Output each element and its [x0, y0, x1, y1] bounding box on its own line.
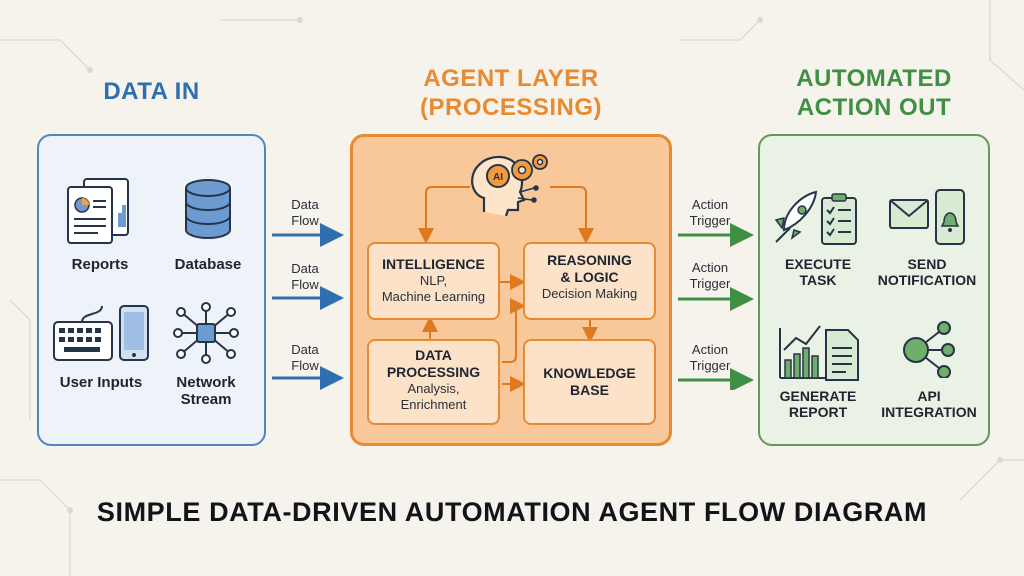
- generate-report-label: GENERATE REPORT: [779, 388, 857, 421]
- keyboard-phone-icon: [53, 305, 149, 361]
- reasoning-title: REASONING & LOGIC: [547, 252, 632, 285]
- intelligence-box: INTELLIGENCE NLP, Machine Learning: [367, 242, 500, 320]
- diagram-footer-title: SIMPLE DATA-DRIVEN AUTOMATION AGENT FLOW…: [96, 497, 928, 527]
- knowledge-base-box: KNOWLEDGE BASE: [523, 339, 656, 425]
- mail-bell-icon: [889, 189, 965, 245]
- data-flow-label-3: Data Flow: [291, 342, 319, 373]
- data-flow-label-2: Data Flow: [291, 261, 319, 292]
- data-flow-arrows: [272, 223, 344, 390]
- section-title-action-out: AUTOMATED ACTION OUT: [796, 65, 952, 121]
- intelligence-text: NLP, Machine Learning: [381, 272, 486, 305]
- svg-text:AI: AI: [493, 172, 503, 183]
- intelligence-title: INTELLIGENCE: [382, 256, 485, 272]
- ai-brain-icon: AI: [471, 154, 548, 217]
- data-flow-label-1: Data Flow: [291, 197, 319, 228]
- api-nodes-icon: [903, 321, 955, 378]
- action-trigger-label-3: Action Trigger: [689, 342, 731, 373]
- action-trigger-arrows: [678, 223, 754, 390]
- execute-task-label: EXECUTE TASK: [784, 256, 852, 289]
- user-inputs-label: User Inputs: [59, 374, 143, 391]
- send-notification-label: SEND NOTIFICATION: [877, 256, 977, 289]
- data-processing-text: Analysis, Enrichment: [400, 380, 467, 412]
- reports-label: Reports: [71, 256, 129, 273]
- data-processing-box: DATA PROCESSING Analysis, Enrichment: [367, 339, 500, 425]
- database-label: Database: [174, 256, 242, 273]
- action-out-panel: [758, 134, 990, 446]
- section-title-agent-layer: AGENT LAYER (PROCESSING): [419, 65, 602, 121]
- reasoning-text: Decision Making: [541, 285, 638, 301]
- knowledge-base-title: KNOWLEDGE BASE: [543, 365, 636, 398]
- rocket-checklist-icon: [774, 190, 857, 245]
- action-trigger-label-2: Action Trigger: [689, 260, 731, 291]
- reports-icon: [67, 178, 129, 244]
- agent-internal-arrows: [418, 186, 598, 392]
- api-integration-label: API INTEGRATION: [881, 388, 977, 421]
- data-processing-title: DATA PROCESSING: [386, 347, 481, 380]
- network-stream-label: Network Stream: [176, 374, 236, 409]
- database-icon: [185, 179, 231, 239]
- action-trigger-label-1: Action Trigger: [689, 197, 731, 228]
- network-icon: [173, 302, 239, 364]
- section-title-data-in: DATA IN: [103, 78, 200, 105]
- chart-document-icon: [779, 325, 859, 381]
- reasoning-box: REASONING & LOGIC Decision Making: [523, 242, 656, 320]
